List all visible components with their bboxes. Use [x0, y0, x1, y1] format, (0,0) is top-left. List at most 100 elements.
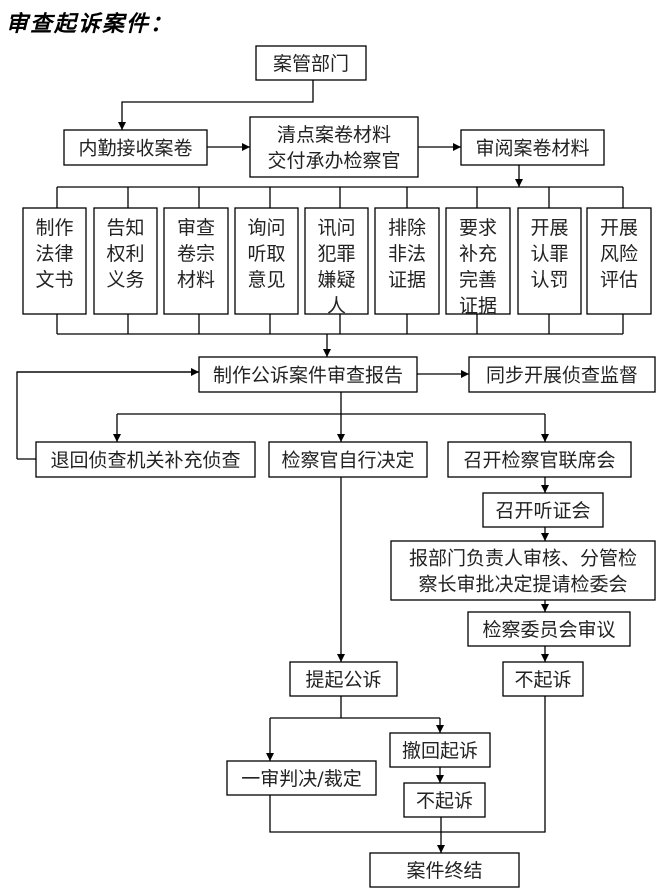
arrowhead-icon: [191, 368, 199, 376]
node-label: 义务: [106, 269, 144, 291]
diagram-title: 审查起诉案件：: [6, 11, 175, 37]
node-label: 检察官自行决定: [281, 450, 414, 472]
node-box: [268, 441, 428, 478]
node-label: 检察委员会审议: [482, 619, 615, 641]
node-receive: 内勤接收案卷: [63, 129, 208, 166]
node-no-prosecute-b: 不起诉: [403, 782, 486, 818]
arrowhead-icon: [436, 725, 444, 733]
node-box: [163, 207, 229, 315]
node-label: 嫌疑: [317, 269, 355, 291]
node-box: [63, 129, 208, 166]
node-box: [93, 207, 158, 315]
node-box: [502, 661, 584, 697]
arrowhead-icon: [541, 654, 549, 662]
node-label: 不起诉: [416, 790, 473, 812]
arrowhead-icon: [436, 775, 444, 783]
node-prosecute: 提起公诉: [289, 661, 398, 697]
node-label: 卷宗: [177, 243, 215, 265]
node-label: 内勤接收案卷: [78, 138, 192, 160]
node-box: [35, 441, 256, 478]
node-label: 法律: [35, 243, 73, 265]
node-self-decide: 检察官自行决定: [268, 441, 428, 478]
node-box: [389, 732, 491, 768]
flowchart-nodes: 案管部门内勤接收案卷清点案卷材料交付承办检察官审阅案卷材料制作法律文书告知权利义…: [22, 45, 656, 888]
arrowhead-icon: [242, 143, 250, 151]
node-withdraw: 撤回起诉: [389, 732, 491, 768]
arrowhead-icon: [541, 485, 549, 493]
node-label: 评估: [600, 269, 638, 291]
node-label: 制作: [35, 217, 73, 239]
node-review: 审阅案卷材料: [460, 129, 605, 166]
node-label: 询问: [247, 217, 285, 239]
node-label: 报部门负责人审核、分管检: [409, 548, 637, 570]
arrowhead-icon: [541, 434, 549, 442]
node-label: 人: [327, 295, 346, 317]
node-supervise: 同步开展侦查监督: [468, 356, 656, 393]
node-box: [445, 207, 511, 315]
node-box: [304, 207, 369, 315]
node-label: 不起诉: [514, 669, 571, 691]
node-box: [255, 45, 367, 81]
node-label: 交付承办检察官: [267, 150, 400, 172]
node-box: [22, 207, 87, 315]
node-box: [482, 492, 604, 528]
node-hearing: 召开听证会: [482, 492, 604, 528]
node-return: 退回侦查机关补充侦查: [35, 441, 256, 478]
node-box: [447, 441, 632, 478]
node-box: [517, 207, 582, 315]
connector-line: [121, 80, 314, 130]
arrowhead-icon: [118, 122, 126, 130]
node-label: 补充: [459, 243, 497, 265]
node-label: 召开检察官联席会: [463, 450, 615, 472]
node-joint-meeting: 召开检察官联席会: [447, 441, 632, 478]
node-box: [390, 540, 656, 601]
node-box: [226, 760, 377, 796]
node-box: [403, 782, 486, 818]
node-label: 意见: [247, 269, 285, 291]
node-label: 开展: [530, 217, 568, 239]
node-label: 撤回起诉: [402, 740, 478, 762]
node-label: 退回侦查机关补充侦查: [50, 450, 240, 472]
node-label: 制作公诉案件审查报告: [213, 365, 403, 387]
node-label: 材料: [177, 269, 215, 291]
node-label: 开展: [600, 217, 638, 239]
arrowhead-icon: [337, 434, 345, 442]
node-label: 非法: [388, 243, 426, 265]
arrowhead-icon: [541, 533, 549, 541]
arrowhead-icon: [323, 349, 331, 357]
node-box: [468, 356, 656, 393]
node-label: 完善: [459, 269, 497, 291]
node-label: 审查: [177, 217, 215, 239]
node-label: 案管部门: [273, 53, 349, 75]
node-label: 听取: [247, 243, 285, 265]
node-judgment: 一审判决/裁定: [226, 760, 377, 796]
node-label: 证据: [459, 295, 497, 317]
node-label: 同步开展侦查监督: [486, 365, 638, 387]
node-box: [374, 207, 440, 315]
arrowhead-icon: [337, 654, 345, 662]
node-label: 讯问: [317, 217, 355, 239]
arrowhead-icon: [266, 753, 274, 761]
node-label: 察长审批决定提请检委会: [418, 574, 627, 596]
node-box: [234, 207, 299, 315]
node-label: 排除: [388, 217, 426, 239]
node-case-mgmt: 案管部门: [255, 45, 367, 81]
arrowhead-icon: [461, 370, 469, 378]
node-committee: 检察委员会审议: [467, 611, 631, 647]
arrowhead-icon: [515, 179, 523, 187]
node-box: [198, 356, 418, 393]
node-box: [467, 611, 631, 647]
node-label: 一审判决/裁定: [241, 768, 361, 790]
node-label: 证据: [388, 269, 426, 291]
arrowhead-icon: [453, 143, 461, 151]
node-label: 召开听证会: [495, 500, 590, 522]
